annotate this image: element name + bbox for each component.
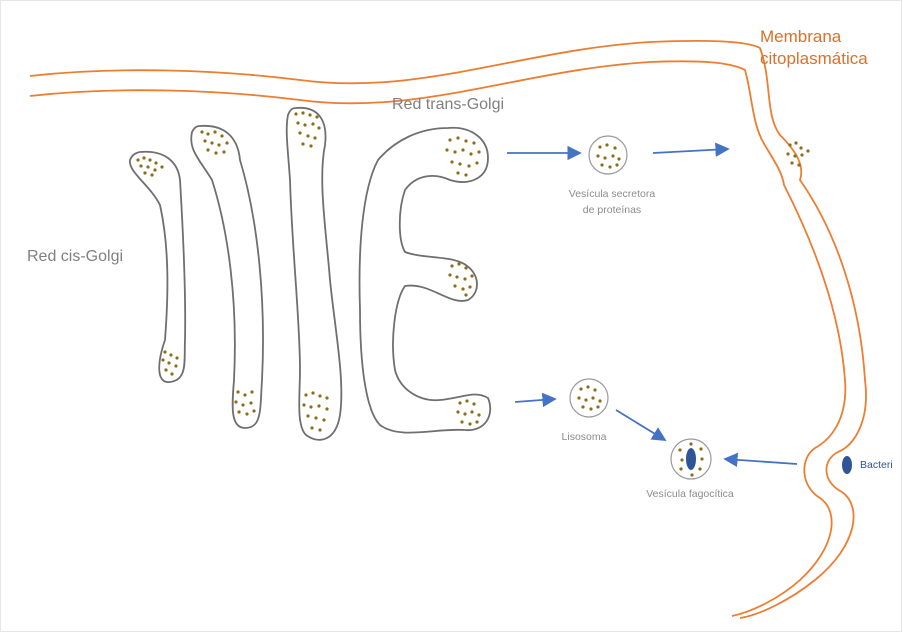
cargo-dots (136, 111, 480, 431)
cisterna-trans-outline (360, 128, 491, 433)
label-vesicula-secretora-line2: de proteínas (583, 204, 641, 216)
lysosome (570, 379, 608, 417)
cisterna-1-outline (130, 152, 185, 382)
membrane-inner-line (30, 61, 845, 616)
golgi-cisterna-3 (287, 108, 342, 440)
label-membrana-line2: citoplasmática (760, 49, 868, 68)
golgi-cisterna-2 (191, 126, 263, 428)
label-red-cis-golgi: Red cis-Golgi (27, 248, 123, 265)
label-bacteri: Bacteri (860, 459, 893, 471)
label-red-trans-golgi: Red trans-Golgi (392, 96, 504, 113)
label-membrana-line1: Membrana (760, 27, 842, 46)
arrow-lysosome-to-phagocytic (616, 410, 665, 440)
label-vesicula-fagocitica: Vesícula fagocítica (646, 488, 734, 500)
phagocytic-vesicle (671, 439, 711, 479)
label-vesicula-secretora-line1: Vesícula secretora (569, 188, 656, 200)
bacterium-icon (842, 456, 852, 474)
arrow-bacterium-to-phagocytic (725, 459, 797, 464)
secretory-vesicle (589, 136, 627, 174)
arrow-golgi-to-lysosome (515, 399, 555, 402)
golgi-cisterna-1 (130, 152, 185, 382)
label-lisosoma: Lisosoma (562, 431, 607, 443)
exocytosis-cargo (786, 141, 809, 166)
cisterna-3-outline (287, 108, 342, 440)
arrow-secretory-to-membrane (653, 149, 728, 153)
golgi-cisterna-trans (360, 128, 491, 433)
cisterna-2-outline (191, 126, 263, 428)
